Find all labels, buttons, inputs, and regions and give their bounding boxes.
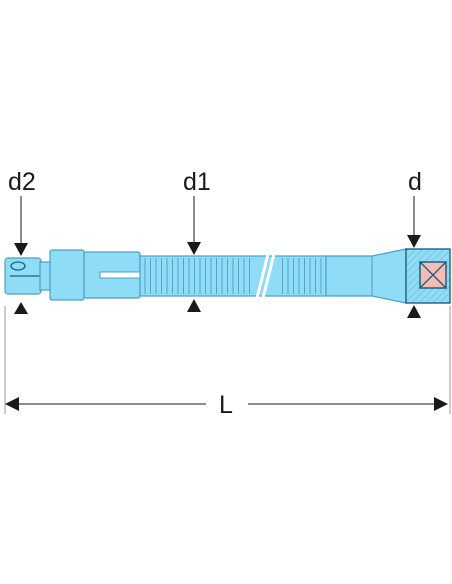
coil-ridges bbox=[144, 258, 322, 294]
d1-arrow-top bbox=[187, 242, 201, 255]
sleeve-slot bbox=[99, 271, 141, 279]
tool-body bbox=[4, 245, 451, 304]
hub-collar bbox=[49, 249, 85, 301]
label-length: L bbox=[219, 391, 233, 419]
d-arrow-bottom bbox=[407, 305, 421, 318]
break-marks bbox=[254, 245, 278, 303]
tapered-shank bbox=[325, 248, 407, 304]
d2-arrow-bottom bbox=[14, 302, 28, 314]
length-arrow-left bbox=[5, 397, 19, 411]
dimension-length: L bbox=[4, 306, 451, 419]
d2-arrow-top bbox=[14, 243, 28, 256]
dimension-d2: d2 bbox=[8, 168, 36, 314]
label-d2: d2 bbox=[8, 168, 36, 196]
d-arrow-top bbox=[407, 235, 421, 248]
d1-arrow-bottom bbox=[187, 299, 201, 312]
label-d1: d1 bbox=[183, 168, 211, 196]
break-mark-2 bbox=[260, 245, 278, 303]
break-mark-1 bbox=[254, 245, 272, 303]
dimension-d1: d1 bbox=[183, 168, 211, 312]
dimension-d: d bbox=[407, 168, 422, 318]
label-d: d bbox=[408, 168, 422, 196]
length-arrow-right bbox=[434, 397, 448, 411]
tang-hole bbox=[10, 261, 26, 271]
square-diagonal-2 bbox=[419, 261, 447, 289]
tang-neck bbox=[39, 261, 51, 291]
